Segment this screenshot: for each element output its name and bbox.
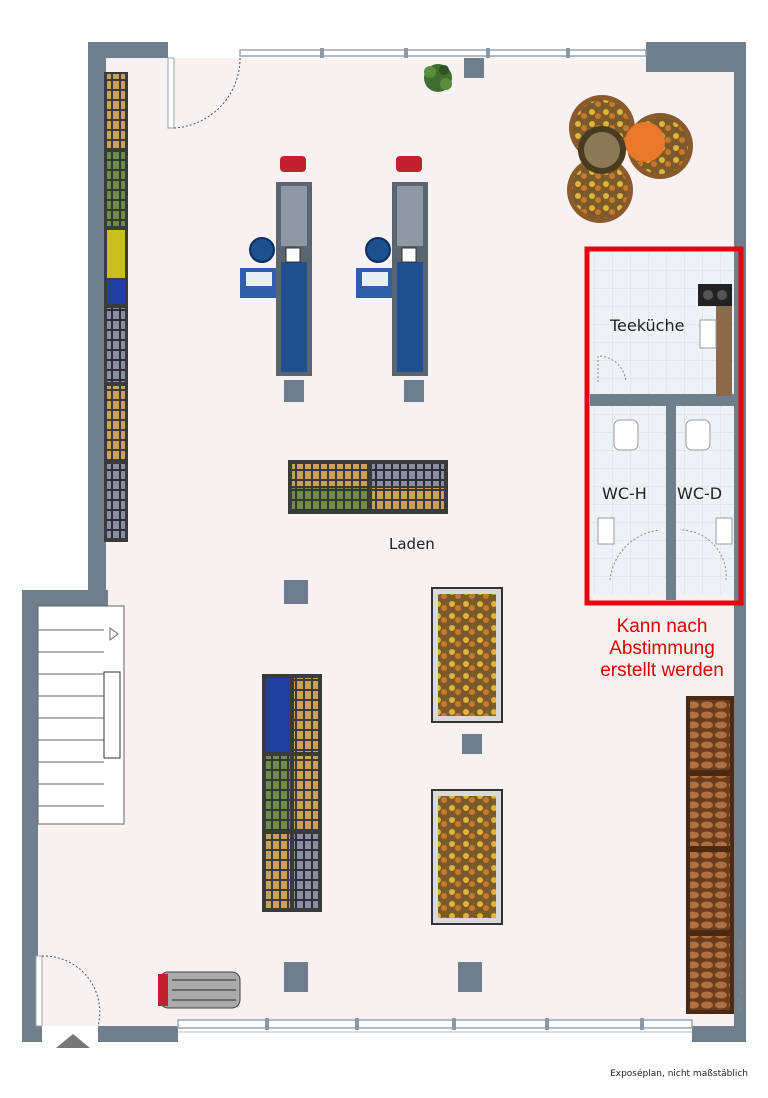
- room-label-shop: Laden: [389, 535, 435, 553]
- gondola-center: [288, 460, 448, 514]
- shopping-carts: [158, 971, 241, 1009]
- staircase: [37, 605, 125, 825]
- room-label-wc-women: WC-D: [677, 484, 722, 503]
- window-mullions: [265, 48, 644, 1030]
- footer-caption: Exposéplan, nicht maßstäblich: [610, 1068, 748, 1079]
- plant-icon: [424, 64, 452, 92]
- highlight-frame: [584, 246, 744, 606]
- note-line-2: Abstimmung: [609, 638, 715, 659]
- watermark: illustration@immoGrafik: [737, 938, 744, 1012]
- storefront-windows: [177, 49, 693, 1033]
- entrance-door-bottom[interactable]: [35, 955, 101, 1027]
- service-block: [590, 254, 736, 600]
- gondola-lower: [262, 674, 322, 912]
- display-case-upper: [431, 587, 503, 723]
- columns: [284, 58, 484, 992]
- room-label-kitchen: Teeküche: [609, 316, 684, 335]
- wall-shelf-left: [104, 72, 128, 542]
- produce-baskets: [567, 95, 693, 223]
- checkout-counter-2: [356, 156, 428, 376]
- entrance-door-top[interactable]: [167, 57, 241, 129]
- display-case-lower: [431, 789, 503, 925]
- note-line-1: Kann nach: [617, 616, 708, 637]
- checkout-counter-1: [240, 156, 312, 376]
- room-label-wc-men: WC-H: [602, 484, 647, 503]
- entrance-arrow-icon: [56, 1034, 90, 1048]
- bread-shelf-right: [686, 696, 734, 1014]
- note-line-3: erstellt werden: [600, 660, 724, 681]
